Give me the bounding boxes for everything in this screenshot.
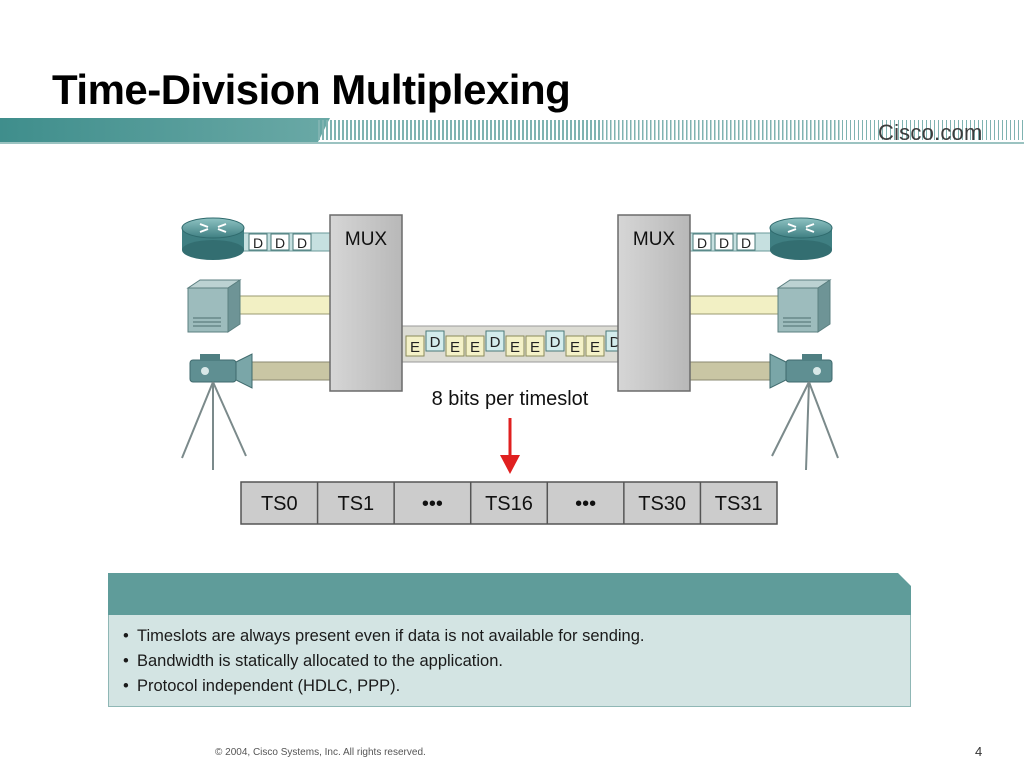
svg-text:E: E (450, 339, 460, 356)
trunk-cell: E (525, 335, 545, 357)
data-packet-cell: D (736, 233, 756, 251)
svg-text:E: E (410, 339, 420, 356)
svg-text:D: D (275, 235, 285, 251)
svg-text:TS1: TS1 (338, 493, 375, 515)
timeslot-cell: TS30 (623, 482, 686, 524)
bullet-list: •Timeslots are always present even if da… (123, 624, 645, 699)
mux-left-label: MUX (345, 229, 388, 250)
right-camera-link (688, 361, 782, 381)
svg-text:E: E (530, 339, 540, 356)
timeslot-frame: TS0 TS1 ••• TS16 ••• TS30 TS31 (240, 481, 778, 525)
timeslot-cell: ••• (393, 482, 443, 524)
info-box-body: •Timeslots are always present even if da… (108, 615, 911, 707)
data-packet-cell: D (714, 233, 734, 251)
timeslot-caption: 8 bits per timeslot (432, 388, 589, 410)
bullet-item: •Bandwidth is statically allocated to th… (123, 652, 503, 670)
svg-text:D: D (610, 334, 621, 351)
svg-text:D: D (741, 235, 751, 251)
svg-text:E: E (570, 339, 580, 356)
bullet-item: •Timeslots are always present even if da… (123, 627, 645, 645)
svg-text:D: D (297, 235, 307, 251)
trunk-cell: E (565, 335, 585, 357)
trunk-cell: E (465, 335, 485, 357)
router-right-icon (769, 217, 833, 260)
timeslot-cell: ••• (546, 482, 596, 524)
server-right-icon (776, 279, 832, 333)
title-banner (0, 118, 1024, 144)
svg-text:D: D (697, 235, 707, 251)
mux-left: MUX (329, 214, 403, 392)
trunk-cell: E (585, 335, 605, 357)
trunk-cell: D (545, 330, 565, 352)
left-server-link (237, 295, 333, 315)
trunk-cell: D (485, 330, 505, 352)
info-box-header (108, 573, 911, 615)
trunk-cell: D (425, 330, 445, 352)
svg-text:E: E (510, 339, 520, 356)
svg-text:•••: ••• (422, 493, 443, 515)
page-title: Time-Division Multiplexing (52, 66, 571, 113)
data-packet-cell: D (292, 233, 312, 251)
timeslot-cell: TS1 (316, 482, 375, 524)
svg-text:D: D (550, 334, 561, 351)
cisco-logo-text: Cisco.com (878, 120, 983, 145)
right-server-link (688, 295, 782, 315)
timeslot-cell: TS31 (699, 482, 763, 524)
svg-text:TS31: TS31 (715, 493, 763, 515)
data-packet-cell: D (692, 233, 712, 251)
svg-text:D: D (253, 235, 263, 251)
svg-text:D: D (719, 235, 729, 251)
timeslot-cell: TS16 (469, 482, 533, 524)
trunk-cell: E (445, 335, 465, 357)
mux-right-label: MUX (633, 229, 676, 250)
trunk-cell: E (405, 335, 425, 357)
timeslot-cell: TS0 (261, 493, 298, 515)
trunk-cell: E (505, 335, 525, 357)
svg-text:TS30: TS30 (638, 493, 686, 515)
info-box: •Timeslots are always present even if da… (108, 573, 911, 707)
data-packet-cell: D (270, 233, 290, 251)
svg-text:D: D (490, 334, 501, 351)
router-left-icon (181, 217, 245, 260)
svg-text:•••: ••• (575, 493, 596, 515)
video-camera-left-icon (181, 353, 253, 470)
server-left-icon (186, 279, 242, 333)
svg-text:TS16: TS16 (485, 493, 533, 515)
mux-right: MUX (617, 214, 691, 392)
svg-text:E: E (590, 339, 600, 356)
svg-text:E: E (470, 339, 480, 356)
svg-text:TS0: TS0 (261, 493, 298, 515)
video-camera-right-icon (769, 353, 839, 471)
bullet-item: •Protocol independent (HDLC, PPP). (123, 677, 401, 695)
down-arrow-icon (500, 418, 520, 474)
svg-text:D: D (430, 334, 441, 351)
page-number: 4 (975, 744, 983, 759)
data-packet-cell: D (248, 233, 268, 251)
copyright-notice: © 2004, Cisco Systems, Inc. All rights r… (215, 747, 426, 758)
